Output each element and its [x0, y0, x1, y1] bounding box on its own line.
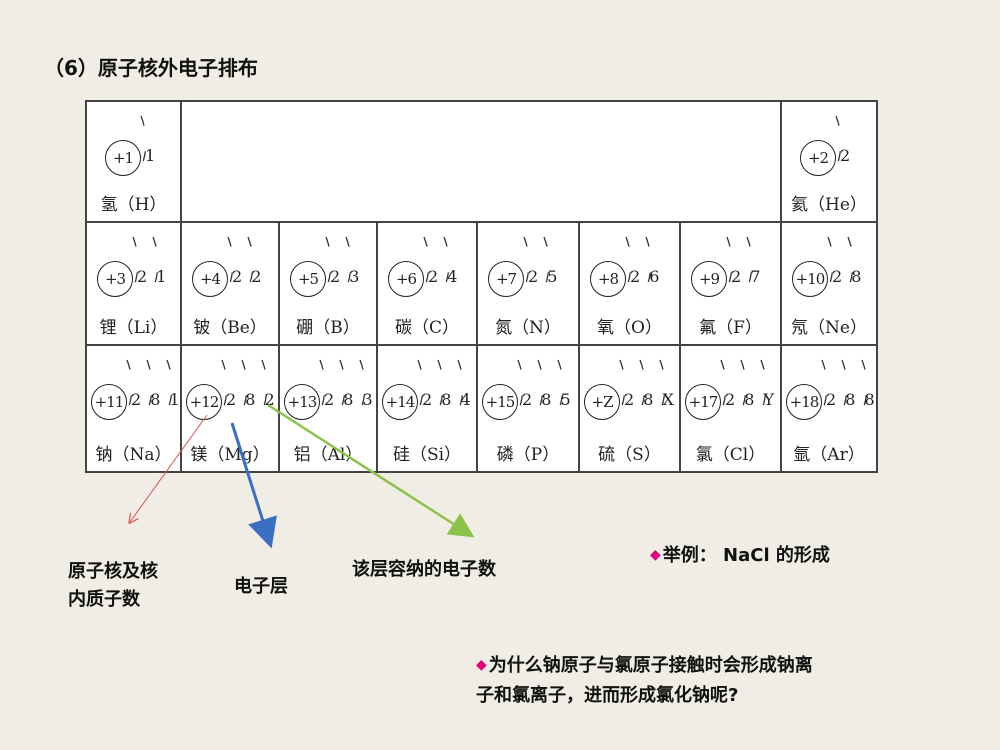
blank-cell [182, 102, 782, 223]
nucleus: +5 [290, 261, 326, 297]
shell-counts: 2 8 1 [131, 390, 182, 409]
shell-counts: 2 3 [330, 267, 362, 286]
element-name: 铝（Al） [293, 445, 363, 465]
element-name: 氖（Ne） [791, 318, 867, 338]
element-name: 氮（N） [495, 318, 561, 338]
shell-counts: 2 1 [137, 267, 169, 286]
nucleus: +10 [792, 261, 828, 297]
shell-counts: 2 2 [232, 267, 264, 286]
element-name: 氦（He） [791, 195, 867, 215]
shell-counts: 2 8 3 [324, 390, 375, 409]
diamond-bullet-icon: ◆ [476, 657, 487, 673]
shell-counts: 2 8 8 [826, 390, 877, 409]
nucleus: +12 [186, 384, 222, 420]
nucleus: +6 [388, 261, 424, 297]
element-name: 铍（Be） [193, 318, 267, 338]
nucleus: +9 [691, 261, 727, 297]
element-name: 磷（P） [496, 445, 560, 465]
nucleus: +15 [482, 384, 518, 420]
nucleus: +4 [192, 261, 228, 297]
nucleus: +18 [786, 384, 822, 420]
shell-counts: 2 4 [428, 267, 460, 286]
count-label: 该层容纳的电子数 [352, 559, 496, 580]
shell-counts: 2 [840, 146, 853, 165]
element-name: 镁（Mg） [190, 445, 270, 465]
shell-counts: 1 [145, 146, 158, 165]
element-name: 氯（Cl） [695, 445, 766, 465]
shell-counts: 2 8 4 [422, 390, 473, 409]
nucleus: +7 [488, 261, 524, 297]
bullet-question: ◆为什么钠原子与氯原子接触时会形成钠离 子和氯离子，进而形成氯化钠呢? [476, 655, 813, 706]
nucleus: +3 [97, 261, 133, 297]
nucleus: +13 [284, 384, 320, 420]
element-name: 氢（H） [100, 195, 167, 215]
shell-counts: 2 7 [731, 267, 763, 286]
shell-label: 电子层 [234, 576, 288, 597]
shell-counts: 2 8 X [624, 390, 676, 409]
nucleus: +14 [382, 384, 418, 420]
shell-counts: 2 8 Y [725, 390, 777, 409]
nucleus: +8 [590, 261, 626, 297]
diamond-bullet-icon: ◆ [650, 547, 661, 563]
shell-counts: 2 8 2 [226, 390, 277, 409]
bullet-example: ◆举例： NaCl 的形成 [650, 545, 830, 566]
element-name: 硼（B） [296, 318, 360, 338]
element-name: 钠（Na） [95, 445, 172, 465]
nucleus: +11 [91, 384, 127, 420]
element-name: 氟（F） [699, 318, 762, 338]
nucleus: +Z [584, 384, 620, 420]
element-name: 氧（O） [597, 318, 662, 338]
nucleus: +1 [105, 140, 141, 176]
element-name: 锂（Li） [99, 318, 168, 338]
element-name: 硫（S） [598, 445, 661, 465]
shell-counts: 2 8 5 [522, 390, 573, 409]
nucleus-label: 原子核及核 内质子数 [68, 561, 158, 610]
shell-counts: 2 5 [528, 267, 560, 286]
element-name: 硅（Si） [392, 445, 462, 465]
shell-counts: 2 6 [630, 267, 662, 286]
page-title: （6）原子核外电子排布 [44, 56, 258, 80]
nucleus: +17 [685, 384, 721, 420]
shell-counts: 2 8 [832, 267, 864, 286]
element-name: 氩（Ar） [793, 445, 865, 465]
nucleus: +2 [800, 140, 836, 176]
element-name: 碳（C） [394, 318, 459, 338]
